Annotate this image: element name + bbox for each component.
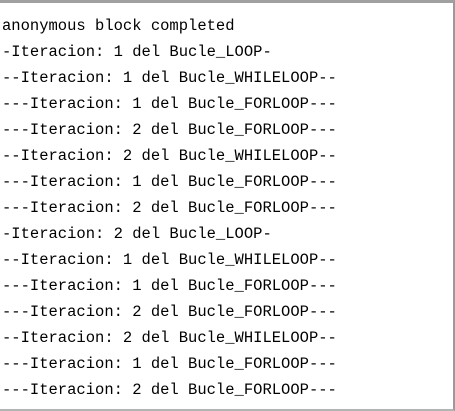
output-line: --Iteracion: 1 del Bucle_WHILELOOP-- (2, 251, 337, 269)
output-line: ---Iteracion: 2 del Bucle_FORLOOP--- (2, 121, 337, 139)
output-line: ---Iteracion: 2 del Bucle_FORLOOP--- (2, 381, 337, 399)
output-line: -Iteracion: 1 del Bucle_LOOP- (2, 43, 272, 61)
output-line: --Iteracion: 1 del Bucle_WHILELOOP-- (2, 69, 337, 87)
output-line: --Iteracion: 2 del Bucle_WHILELOOP-- (2, 147, 337, 165)
output-lines: anonymous block completed -Iteracion: 1 … (2, 13, 337, 403)
output-line: ---Iteracion: 2 del Bucle_FORLOOP--- (2, 303, 337, 321)
output-line: ---Iteracion: 1 del Bucle_FORLOOP--- (2, 95, 337, 113)
output-line: ---Iteracion: 1 del Bucle_FORLOOP--- (2, 277, 337, 295)
output-line: ---Iteracion: 1 del Bucle_FORLOOP--- (2, 355, 337, 373)
output-line-status: anonymous block completed (2, 17, 235, 35)
output-line: --Iteracion: 2 del Bucle_WHILELOOP-- (2, 329, 337, 347)
output-line: ---Iteracion: 2 del Bucle_FORLOOP--- (2, 199, 337, 217)
output-line: -Iteracion: 2 del Bucle_LOOP- (2, 225, 272, 243)
output-line: ---Iteracion: 1 del Bucle_FORLOOP--- (2, 173, 337, 191)
